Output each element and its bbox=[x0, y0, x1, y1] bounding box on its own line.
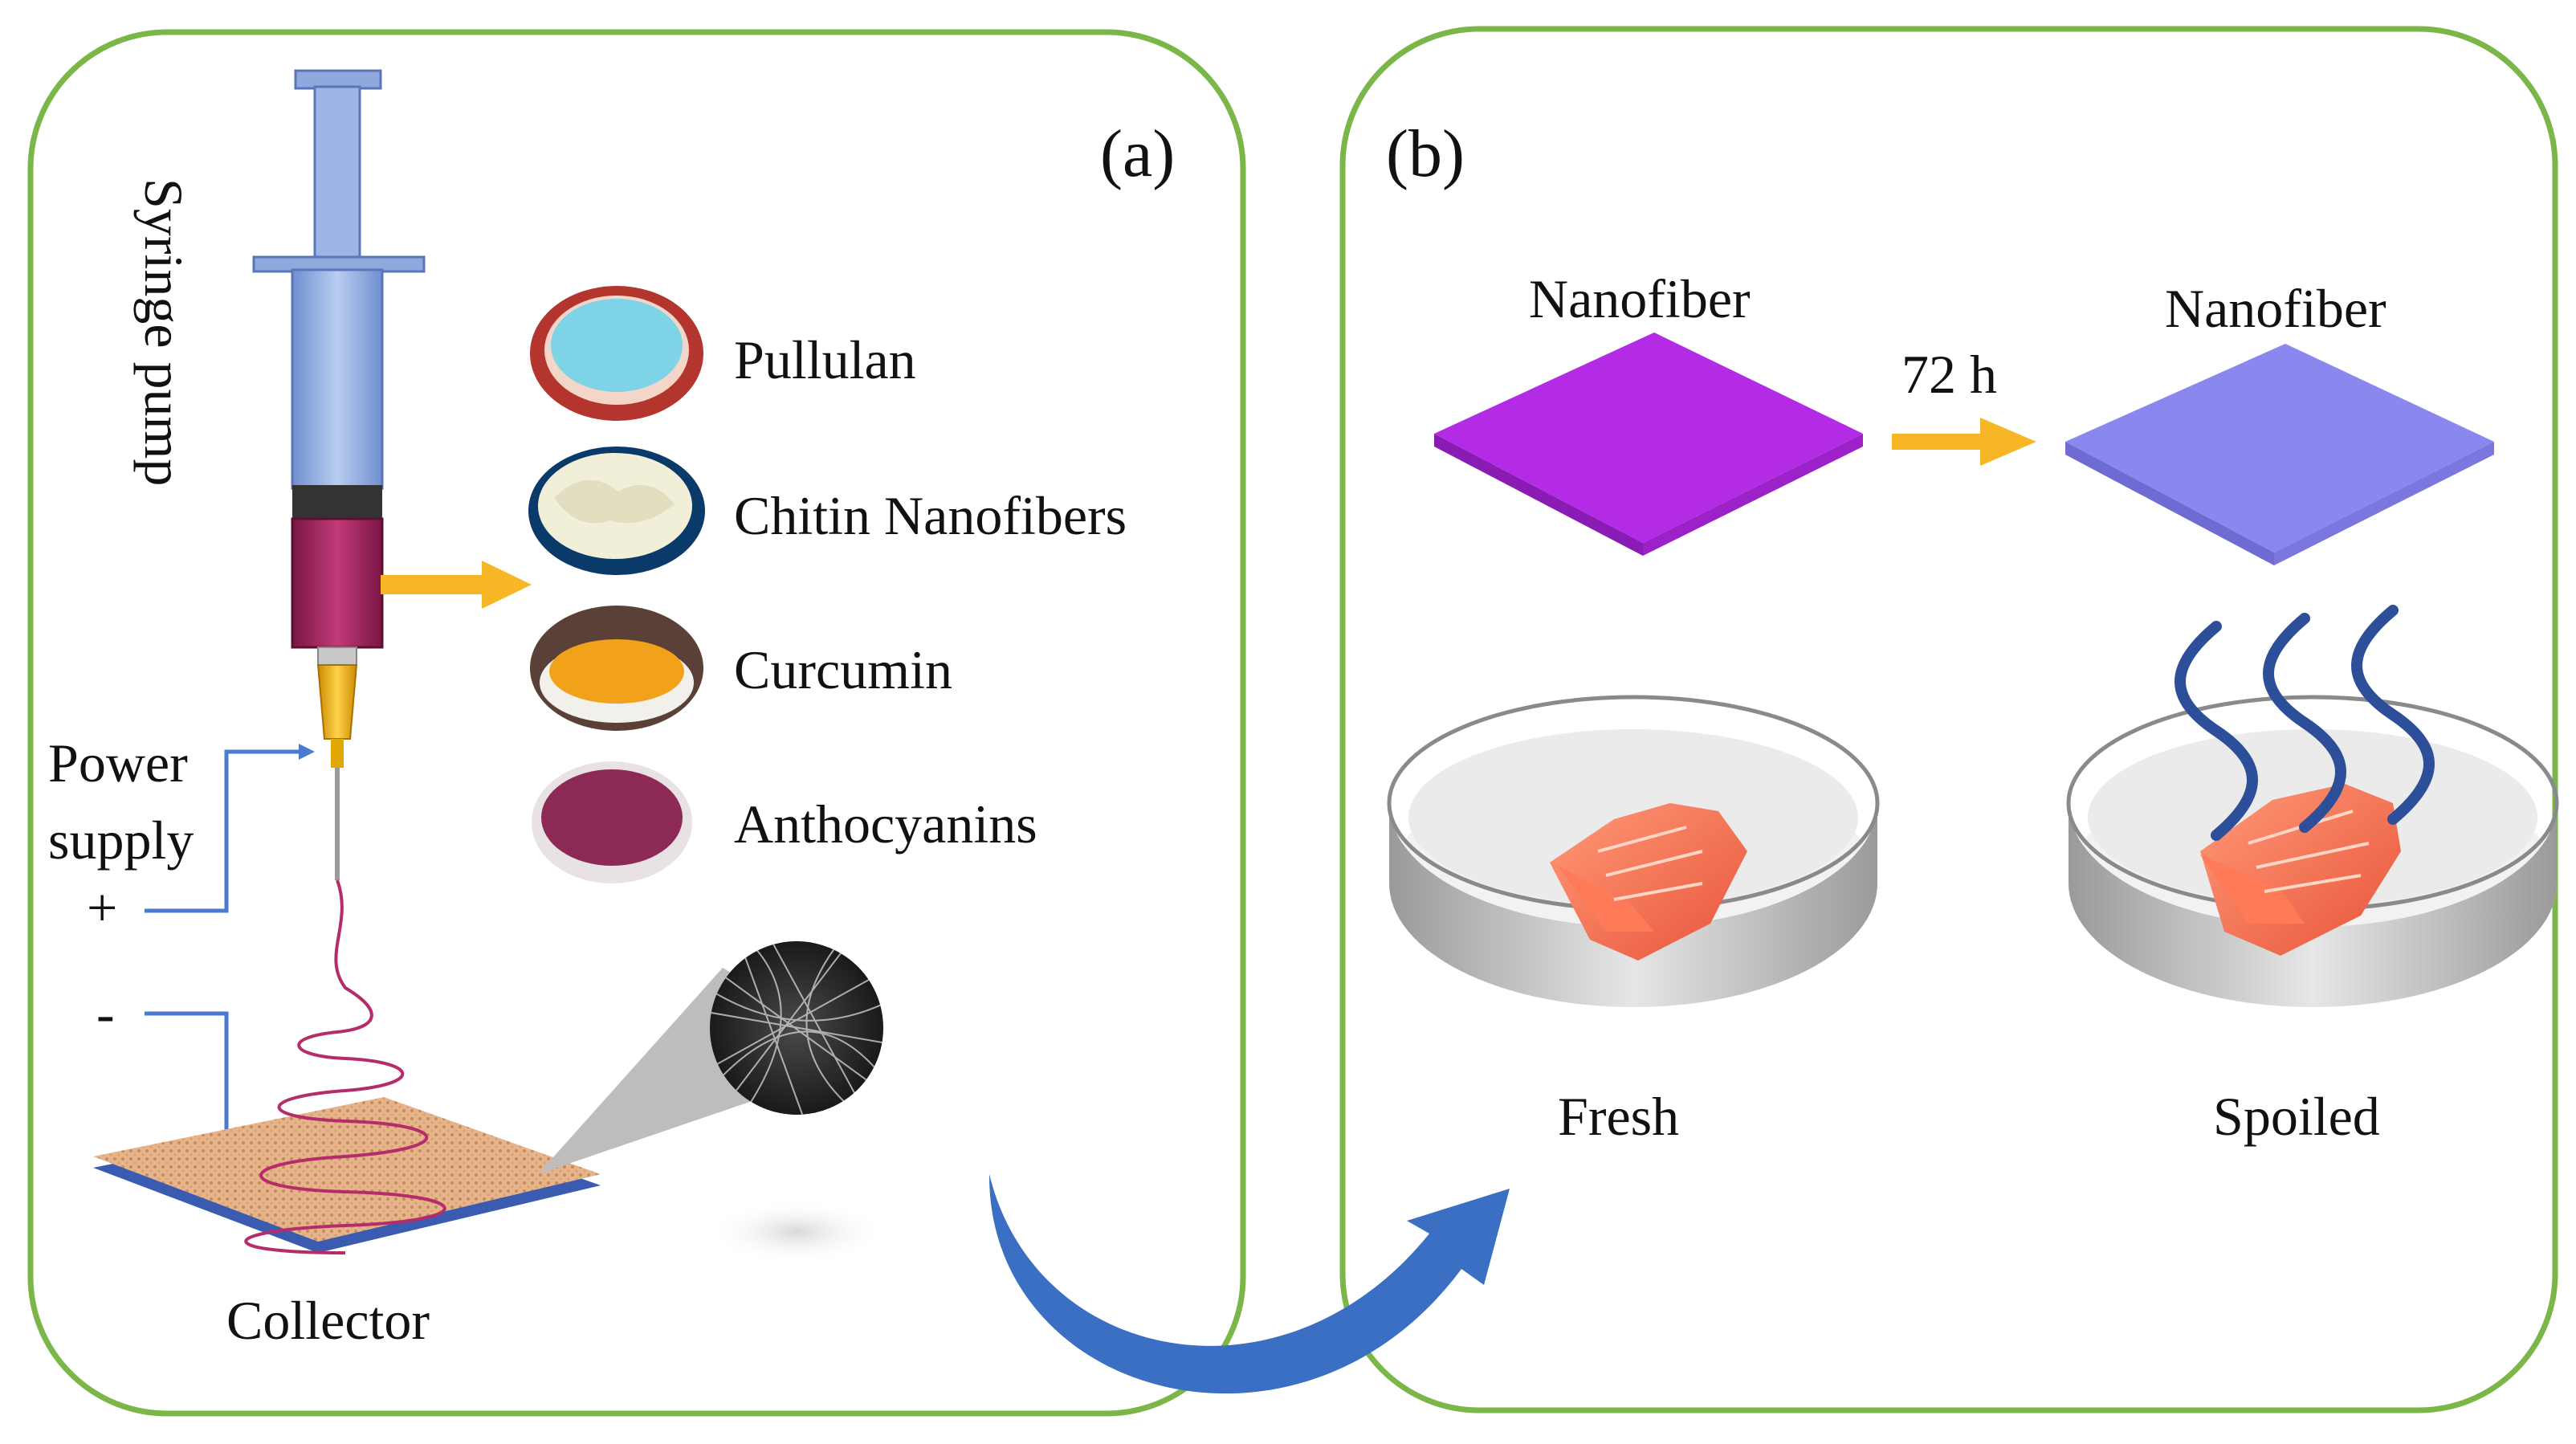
panel-a-border bbox=[27, 29, 1246, 1417]
time-arrow bbox=[1892, 418, 2036, 466]
anthocyanin-powder-icon bbox=[532, 761, 692, 883]
ingredients-arrow bbox=[381, 561, 532, 609]
pullulan-powder-icon bbox=[530, 286, 703, 421]
collector-plate bbox=[93, 1097, 601, 1253]
positive-wire bbox=[145, 749, 308, 913]
minus-sign: - bbox=[96, 983, 115, 1044]
fresh-salmon-icon bbox=[1550, 803, 1747, 961]
time-label: 72 h bbox=[1901, 344, 1997, 405]
power-label-line1: Power bbox=[48, 732, 188, 793]
plus-sign: + bbox=[87, 877, 118, 938]
chitin-fibers-icon bbox=[528, 447, 705, 575]
ingredient-label-chitin: Chitin Nanofibers bbox=[734, 485, 1127, 546]
nanofiber-label-right: Nanofiber bbox=[2165, 278, 2386, 339]
ingredient-label-anthocyanins: Anthocyanins bbox=[734, 793, 1037, 855]
panel-a-tag: (a) bbox=[1100, 116, 1176, 191]
nanofiber-label-left: Nanofiber bbox=[1529, 268, 1751, 329]
syringe bbox=[252, 69, 426, 880]
spoiled-nanofiber-mat bbox=[2065, 344, 2494, 553]
panel-b-tag: (b) bbox=[1386, 116, 1465, 191]
spoiled-salmon-icon bbox=[2200, 784, 2401, 956]
power-label-line2: supply bbox=[48, 810, 194, 871]
spoiled-label: Spoiled bbox=[2213, 1086, 2380, 1147]
ingredient-label-curcumin: Curcumin bbox=[734, 639, 952, 700]
fresh-label: Fresh bbox=[1558, 1086, 1680, 1147]
odor-waves-icon bbox=[2175, 605, 2435, 841]
curcumin-powder-icon bbox=[530, 606, 703, 731]
transition-arrow bbox=[988, 1174, 1510, 1394]
sem-shadow bbox=[708, 1200, 885, 1264]
negative-wire bbox=[145, 1011, 229, 1131]
fiber-jet bbox=[244, 879, 446, 1254]
ingredient-label-pullulan: Pullulan bbox=[734, 329, 916, 390]
syringe-pump-label: Syringe pump bbox=[133, 178, 194, 487]
panel-b-border bbox=[1339, 26, 2558, 1413]
collector-label: Collector bbox=[226, 1290, 430, 1351]
fresh-nanofiber-mat bbox=[1434, 332, 1863, 543]
